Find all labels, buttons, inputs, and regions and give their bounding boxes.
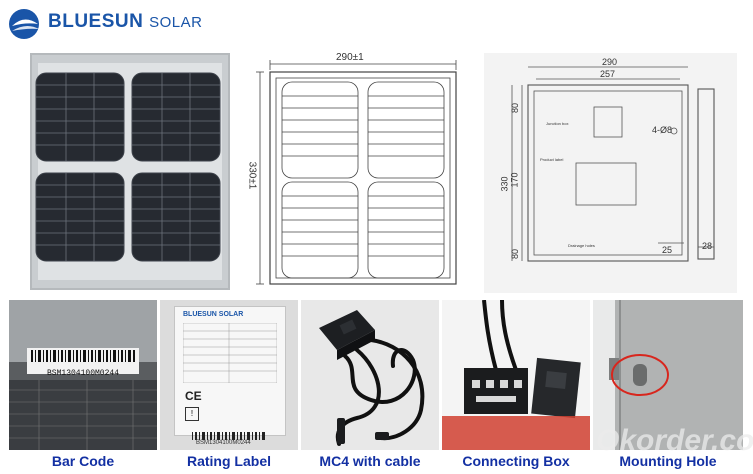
product-label-outline <box>575 162 637 206</box>
cell-strip <box>9 380 157 450</box>
barcode-sticker: BSM1304100M0244 <box>27 348 139 378</box>
back-dimension-drawing: 290 257 80 170 330 80 4-Ø8 25 28 Junctio… <box>484 53 737 293</box>
rating-label-brand: BLUESUN SOLAR <box>183 311 243 318</box>
rating-label-brand-main: BLUESUN <box>183 311 217 318</box>
caption-bar-code: Bar Code <box>51 453 115 469</box>
brand-name-suffix: SOLAR <box>149 14 203 31</box>
barcode-photo: BSM1304100M0244 <box>9 300 157 450</box>
solar-cell-bottom-right <box>131 172 221 262</box>
side-profile-outline <box>697 88 715 260</box>
rating-label-photo: BLUESUN SOLAR CE ! BSM1304100M0244 <box>160 300 298 450</box>
box-body-graphic <box>464 368 528 414</box>
cell-outline-bl <box>281 181 359 279</box>
height-dimension-label: 330±1 <box>246 161 258 190</box>
drainage-holes-label: Drainage holes <box>568 243 595 248</box>
front-dimension-drawing: 290±1 330±1 <box>246 52 472 294</box>
cable-graphic <box>335 338 425 446</box>
cell-outline-tl <box>281 81 359 179</box>
product-label-text: Product label <box>540 157 564 162</box>
solar-cell-bottom-left <box>35 172 125 262</box>
brand-name-main: BLUESUN <box>48 11 144 32</box>
solar-panel-photo <box>30 53 230 290</box>
mounting-hole-marker <box>670 127 678 135</box>
hole-spec-label: 4-Ø8 <box>652 125 673 135</box>
dim-170: 170 <box>509 172 520 188</box>
junction-box-outline <box>593 106 623 138</box>
highlight-circle <box>611 354 669 396</box>
dim-28: 28 <box>702 241 713 251</box>
width-dimension-label: 290±1 <box>336 52 364 63</box>
mounting-hole-graphic <box>633 364 647 386</box>
brand-logo <box>4 4 204 44</box>
box-terminals-graphic <box>472 380 522 402</box>
bluesun-sun-icon <box>9 9 39 39</box>
brand-name: BLUESUN SOLAR <box>48 11 202 33</box>
mc4-cable-photo <box>301 300 439 450</box>
cell-outline-tr <box>367 81 445 179</box>
dim-25: 25 <box>662 245 673 255</box>
mc4-connector-graphic <box>337 418 389 444</box>
barcode-graphic <box>31 350 135 362</box>
connecting-box-photo <box>442 300 590 450</box>
barcode-number: BSM1304100M0244 <box>46 369 119 378</box>
solar-cell-top-right <box>131 72 221 162</box>
dim-80-bottom: 80 <box>510 248 521 260</box>
dim-80-top: 80 <box>510 102 521 114</box>
cell-outline-br <box>367 181 445 279</box>
solar-cell-top-left <box>35 72 125 162</box>
junction-box-graphic <box>319 310 375 360</box>
rating-label-serial: BSM1304100M0244 <box>196 440 251 446</box>
caution-icon: ! <box>185 407 199 421</box>
rating-label-brand-suffix: SOLAR <box>218 311 244 318</box>
box-cable-graphic <box>482 300 518 371</box>
ce-mark-icon: CE <box>185 389 202 403</box>
caption-rating-label: Rating Label <box>186 453 271 469</box>
mounting-hole-photo <box>593 300 743 450</box>
rating-label-sticker: BLUESUN SOLAR CE ! <box>174 306 286 436</box>
caption-connecting-box: Connecting Box <box>462 453 570 469</box>
panel-frame-outline <box>269 71 457 285</box>
rating-label-barcode <box>192 432 265 440</box>
box-base-surface <box>442 416 590 450</box>
watermark: Okorder.com <box>596 424 753 457</box>
spec-table-graphic <box>183 323 277 383</box>
caption-mounting-hole: Mounting Hole <box>619 453 717 469</box>
dim-330: 330 <box>499 176 510 192</box>
caption-mc4: MC4 with cable <box>319 453 421 469</box>
dim-290: 290 <box>602 57 618 67</box>
dim-257: 257 <box>600 69 616 79</box>
junction-box-label: Junction box <box>546 121 569 126</box>
back-frame-outline <box>527 84 689 262</box>
